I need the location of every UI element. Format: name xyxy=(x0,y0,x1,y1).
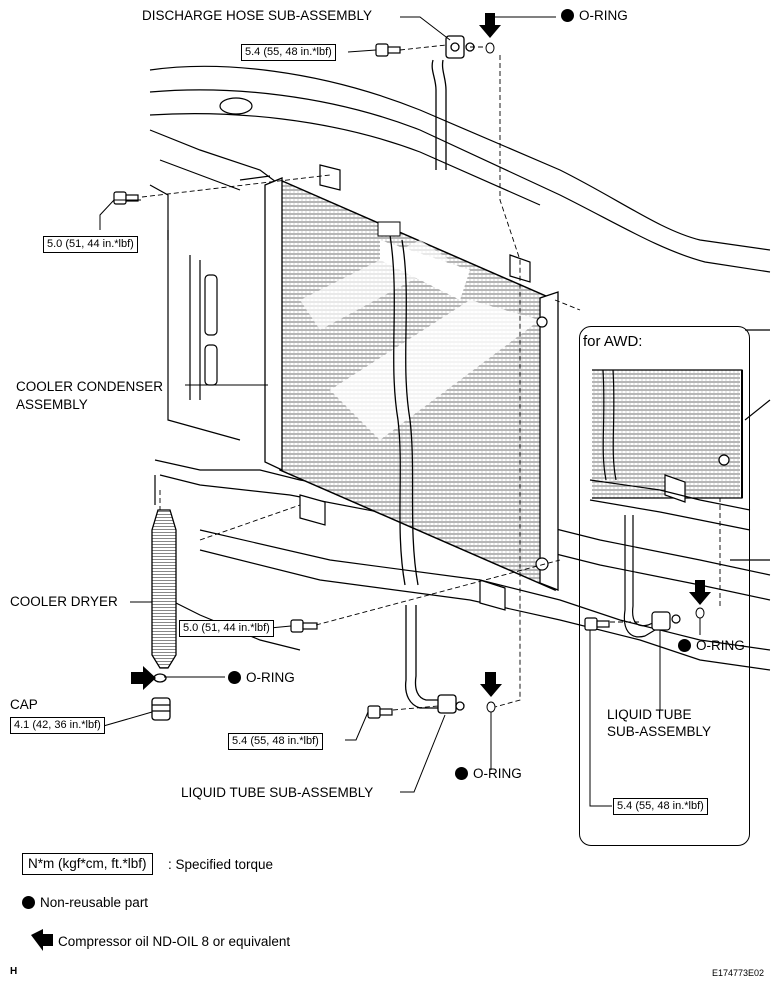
awd-title: for AWD: xyxy=(583,333,643,350)
awd-inset-frame xyxy=(579,326,750,846)
torque-cap: 4.1 (42, 36 in.*lbf) xyxy=(10,717,105,734)
o-ring-label-dryer: O-RING xyxy=(228,670,295,686)
discharge-hose-label: DISCHARGE HOSE SUB-ASSEMBLY xyxy=(142,8,373,23)
awd-liquid-tube-label-line1: LIQUID TUBE xyxy=(607,707,692,722)
cooler-condenser-core xyxy=(264,164,559,611)
cooler-dryer xyxy=(151,509,177,721)
cap-label: CAP xyxy=(10,697,38,712)
liquid-tube-label: LIQUID TUBE SUB-ASSEMBLY xyxy=(181,785,374,800)
o-ring-marks xyxy=(485,42,705,713)
solid-dot-icon xyxy=(455,767,468,780)
legend-nonreusable-text: Non-reusable part xyxy=(40,895,149,910)
vehicle-body-frame xyxy=(149,65,771,671)
solid-dot-icon xyxy=(561,9,574,22)
cooler-dryer-label: COOLER DRYER xyxy=(10,594,118,609)
cooler-condenser-label-line1: COOLER CONDENSER xyxy=(16,379,164,394)
leader-lines xyxy=(99,16,701,807)
arrow-icons xyxy=(31,13,711,951)
o-ring-label-awd: O-RING xyxy=(678,638,745,654)
legend-oil-text: Compressor oil ND-OIL 8 or equivalent xyxy=(58,934,291,949)
torque-awd-liquid-tube: 5.4 (55, 48 in.*lbf) xyxy=(613,798,708,815)
legend-torque-box: N*m (kgf*cm, ft.*lbf) xyxy=(22,853,153,875)
liquid-tube xyxy=(404,605,465,714)
o-ring-text: O-RING xyxy=(473,766,522,781)
cooler-condenser-label-line2: ASSEMBLY xyxy=(16,397,88,412)
torque-discharge-hose: 5.4 (55, 48 in.*lbf) xyxy=(241,44,336,61)
o-ring-label-top: O-RING xyxy=(561,8,628,24)
torque-condenser-upper: 5.0 (51, 44 in.*lbf) xyxy=(43,236,138,253)
o-ring-text: O-RING xyxy=(579,8,628,23)
legend-torque-text: : Specified torque xyxy=(168,857,274,872)
legend-nonreusable: Non-reusable part xyxy=(22,895,148,911)
solid-dot-icon xyxy=(228,671,241,684)
awd-liquid-tube-label-line2: SUB-ASSEMBLY xyxy=(607,724,712,739)
bolt-icons xyxy=(113,43,610,719)
discharge-hose xyxy=(431,35,475,170)
footer-figure-code: E174773E02 xyxy=(712,968,765,978)
solid-dot-icon xyxy=(678,639,691,652)
o-ring-text: O-RING xyxy=(246,670,295,685)
o-ring-label-liquid-tube: O-RING xyxy=(455,766,522,782)
torque-condenser-lower: 5.0 (51, 44 in.*lbf) xyxy=(179,620,274,637)
o-ring-text: O-RING xyxy=(696,638,745,653)
awd-inset-art xyxy=(589,369,751,638)
solid-dot-icon xyxy=(22,896,35,909)
footer-left-code: H xyxy=(10,966,18,977)
torque-liquid-tube: 5.4 (55, 48 in.*lbf) xyxy=(228,733,323,750)
